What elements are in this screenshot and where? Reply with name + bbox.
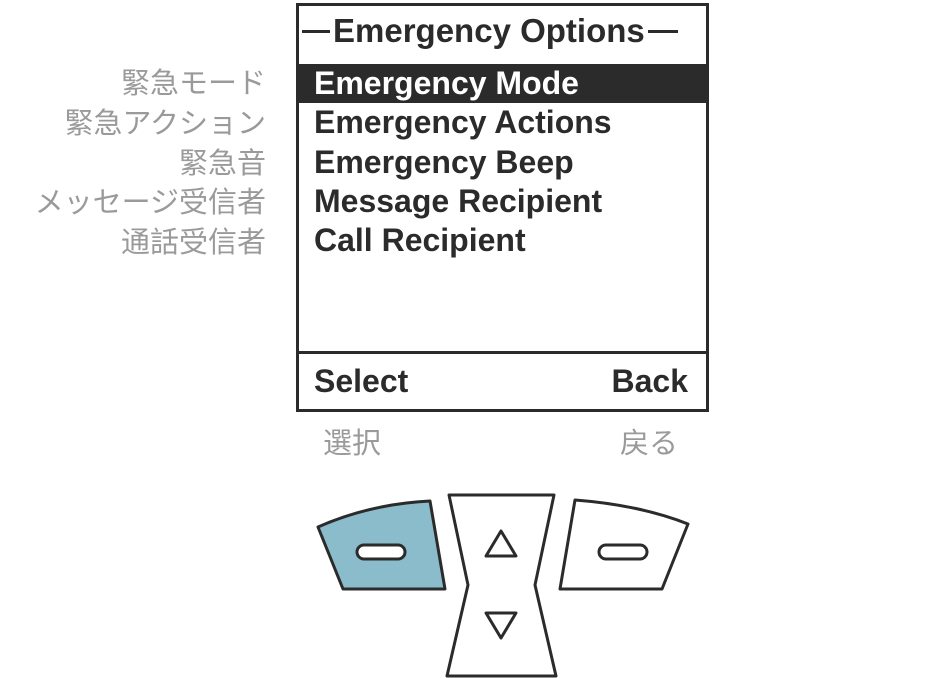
dash-icon	[355, 543, 407, 561]
translation-emergency-actions: 緊急アクション	[64, 106, 266, 140]
softkey-back-label[interactable]: Back	[611, 363, 689, 399]
menu-item-emergency-mode[interactable]: Emergency Mode	[299, 64, 706, 103]
right-softkey-button[interactable]	[558, 498, 690, 591]
screen-title-text: Emergency Options	[333, 12, 645, 49]
dash-icon	[597, 543, 649, 561]
navigation-keypad	[316, 493, 690, 678]
triangle-down-icon	[484, 611, 518, 640]
menu-item-emergency-beep[interactable]: Emergency Beep	[314, 144, 574, 180]
translation-call-recipient: 通話受信者	[120, 225, 266, 259]
softkey-bar: Select Back	[299, 351, 706, 409]
menu-item-call-recipient[interactable]: Call Recipient	[314, 222, 526, 258]
translation-emergency-beep: 緊急音	[178, 146, 266, 180]
up-down-navigation-key[interactable]	[445, 493, 558, 678]
translation-select: 選択	[323, 426, 382, 460]
menu-item-message-recipient[interactable]: Message Recipient	[314, 183, 603, 219]
phone-screen: Emergency Options Emergency Mode Emergen…	[296, 3, 709, 412]
translation-emergency-mode: 緊急モード	[120, 66, 266, 100]
translation-message-recipient: メッセージ受信者	[34, 185, 266, 219]
softkey-select-label[interactable]: Select	[314, 363, 409, 399]
left-softkey-button[interactable]	[316, 499, 447, 591]
screen-title: Emergency Options	[299, 6, 706, 56]
translation-back: 戻る	[620, 426, 679, 460]
menu-item-emergency-actions[interactable]: Emergency Actions	[314, 104, 612, 140]
title-rule-left	[302, 29, 330, 33]
title-rule-right	[647, 29, 678, 33]
triangle-up-icon	[484, 529, 518, 558]
